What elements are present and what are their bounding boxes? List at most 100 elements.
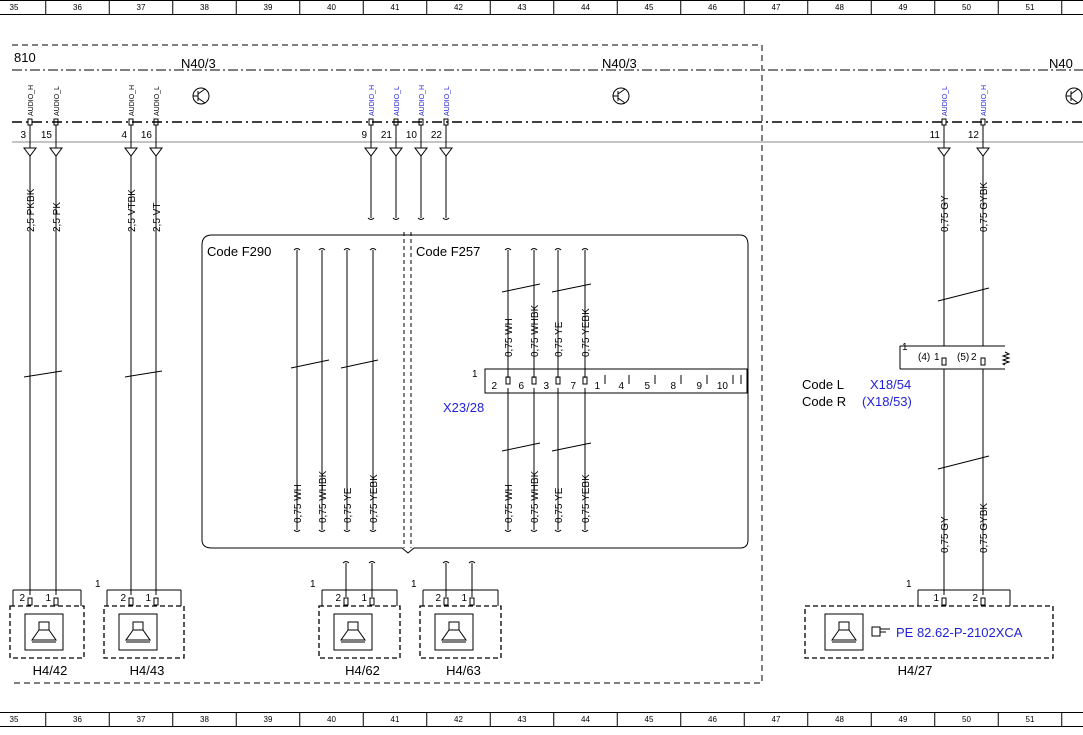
speaker-icon-magnet (448, 621, 460, 631)
signal-label: AUDIO_H (369, 85, 376, 116)
path (343, 529, 351, 532)
ground-icon (976, 147, 990, 157)
speaker-icon-cone (125, 629, 151, 641)
wire-label: 2,5 PKBK (26, 188, 37, 232)
path (293, 248, 301, 251)
page-ref: 810 (14, 50, 36, 65)
path (468, 561, 476, 564)
path (124, 370, 163, 378)
ruler-number: 35 (10, 3, 19, 12)
ruler-number: 40 (327, 715, 336, 724)
code-ref: (X18/53) (862, 394, 912, 409)
path (318, 529, 326, 532)
ground-icon (389, 147, 403, 157)
speaker-pin-contact (153, 597, 159, 606)
speaker-index: 1 (310, 579, 316, 590)
ruler-number: 49 (899, 3, 908, 12)
wire-label: 0,75 YE (554, 487, 565, 523)
path (504, 529, 512, 532)
speaker-pin-number: 1 (145, 593, 151, 604)
pe-reference-link[interactable]: PE 82.62-P-2102XCA (896, 625, 1023, 640)
ruler-number: 50 (962, 715, 971, 724)
path (551, 442, 592, 452)
path (342, 561, 350, 564)
speaker-pin-contact (128, 597, 134, 606)
path (368, 561, 376, 564)
speaker-icon (824, 613, 864, 651)
speaker-icon-magnet (38, 621, 50, 631)
speaker-icon-box (24, 613, 64, 651)
path (581, 248, 589, 251)
path (504, 248, 512, 251)
code-ref: X18/54 (870, 377, 911, 392)
connector-pin-number: 1 (594, 381, 600, 392)
speaker-name: H4/63 (446, 663, 481, 678)
path (501, 283, 541, 293)
connector-pin-number: 9 (696, 381, 702, 392)
connector-pin-contact (980, 357, 986, 366)
connector-pin-number: 10 (717, 381, 729, 392)
connector-x23-28 (484, 368, 748, 394)
pointer-hand-icon (871, 626, 890, 637)
signal-label: AUDIO_L (154, 86, 161, 116)
pin-number: 12 (968, 130, 980, 141)
speaker-icon-box (118, 613, 158, 651)
module-label: N40 (1049, 56, 1073, 71)
speaker-index: 1 (95, 579, 101, 590)
speaker-pin-contact (343, 597, 349, 606)
speaker-icon-magnet (132, 621, 144, 631)
pin: AUDIO_L21 (381, 86, 403, 157)
signal-label: AUDIO_L (54, 86, 61, 116)
speaker-icon (333, 613, 373, 651)
ground-icon (124, 147, 138, 157)
path (23, 370, 63, 378)
wire-label: 0,75 GY (940, 195, 951, 232)
speaker-name: H4/62 (345, 663, 380, 678)
connector-pin-contact (555, 376, 561, 385)
ruler-number: 38 (200, 715, 209, 724)
wire-label: 0,75 WH (293, 484, 304, 523)
ruler-number: 42 (454, 3, 463, 12)
path (937, 455, 990, 470)
module-label: N40/3 (181, 56, 216, 71)
connector-pin-number: 2 (971, 352, 977, 363)
wire-label: 0,75 WHBK (318, 470, 329, 523)
module-frame (12, 44, 763, 684)
connector-pin-number: 8 (670, 381, 676, 392)
ruler-number: 36 (73, 715, 82, 724)
speaker-index: 1 (906, 579, 912, 590)
pin-number: 11 (930, 130, 941, 141)
wire-label: 0,75 YEBK (581, 474, 592, 523)
connector-pin-number: 1 (934, 352, 940, 363)
speaker-name: H4/43 (130, 663, 165, 678)
speaker-icon (24, 613, 64, 651)
pin: AUDIO_H12 (968, 85, 990, 157)
pin-number: 9 (361, 130, 367, 141)
pin-number: 4 (121, 130, 127, 141)
connector-pin-number: 5 (644, 381, 650, 392)
speaker-pin-contact (27, 597, 33, 606)
ruler-number: 37 (137, 3, 146, 12)
pin-number: 22 (431, 130, 443, 141)
ruler-number: 49 (899, 715, 908, 724)
ruler-number: 35 (10, 715, 19, 724)
transistor-lead (197, 88, 206, 95)
speaker-icon-box (434, 613, 474, 651)
speaker-icon-magnet (838, 621, 850, 631)
pin: AUDIO_L15 (41, 86, 63, 157)
pin-number: 10 (406, 130, 418, 141)
speaker-name: H4/42 (33, 663, 68, 678)
speaker-pin-contact (53, 597, 59, 606)
speaker-housing (9, 605, 85, 659)
path (937, 287, 990, 302)
ruler-number: 39 (264, 3, 273, 12)
speaker-index: 1 (411, 579, 417, 590)
speaker-pin-number: 1 (361, 593, 367, 604)
connector-pin-contact (505, 376, 511, 385)
connector-pin-number: 4 (618, 381, 624, 392)
speaker-pin-number: 2 (19, 593, 25, 604)
connector-pin-contact (941, 357, 947, 366)
